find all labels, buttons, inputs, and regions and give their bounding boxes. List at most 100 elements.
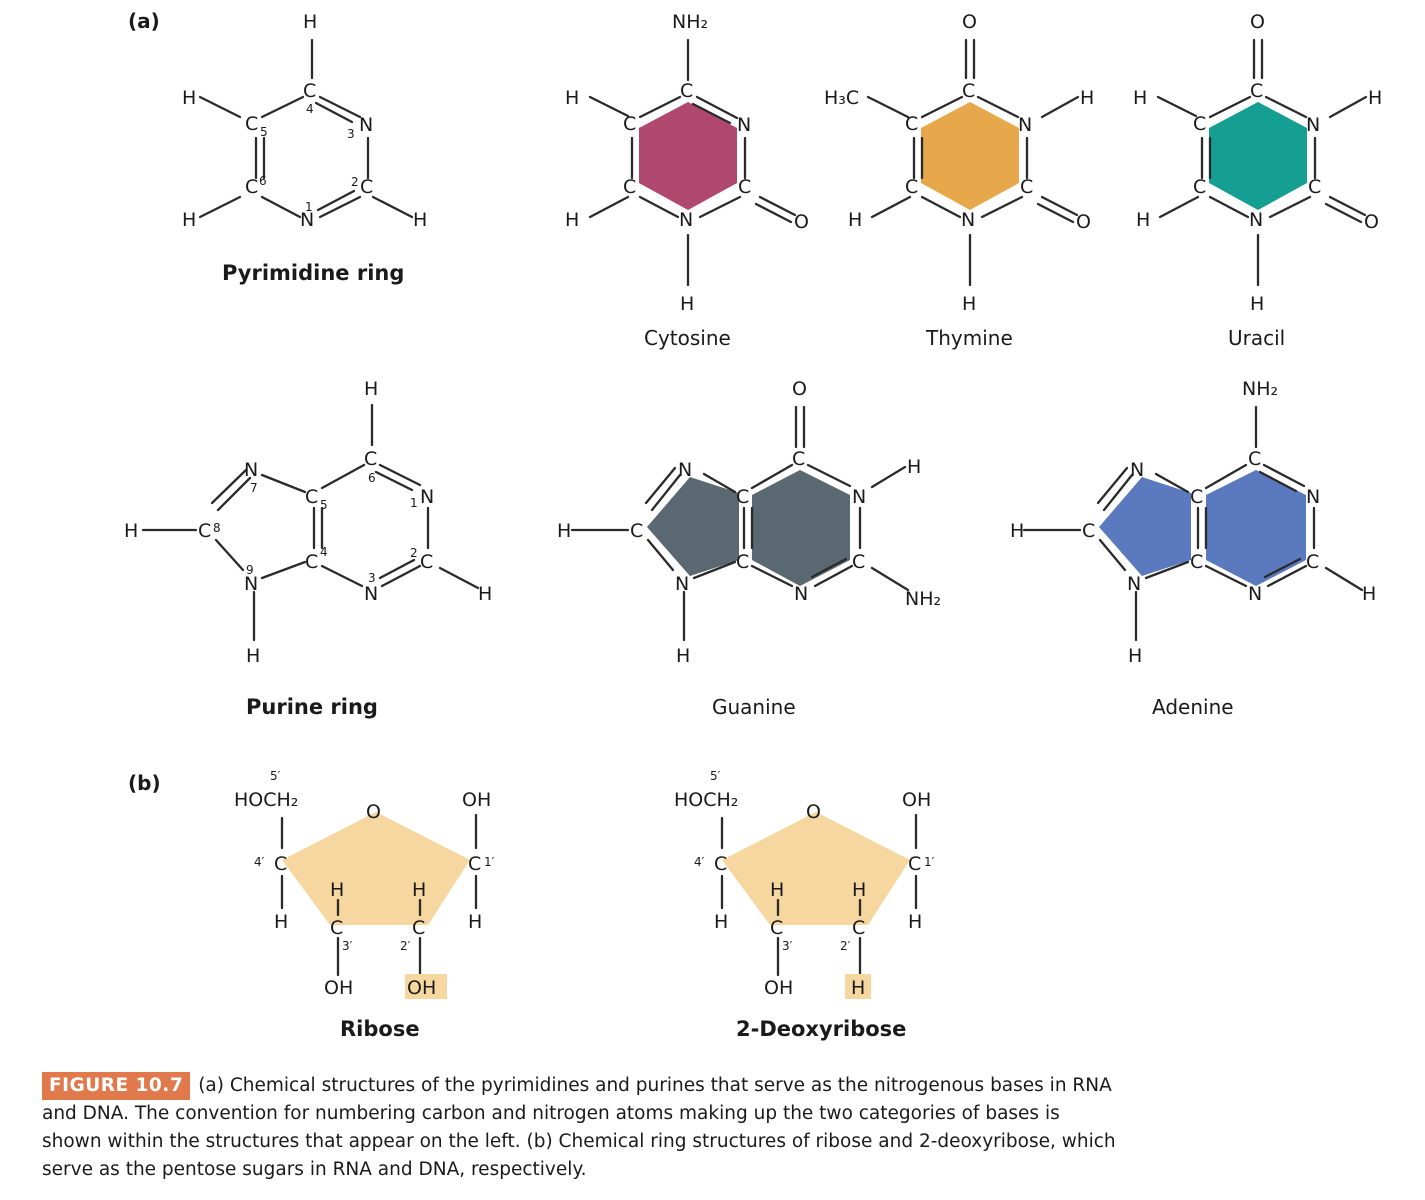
atom-h: H (908, 911, 922, 933)
atom-c: C (962, 80, 975, 102)
amino-group: NH₂ (672, 11, 708, 33)
atom-c: C (468, 853, 481, 875)
atom-c: C (736, 486, 749, 508)
position-number: 3′ (342, 939, 353, 953)
adenine-label: Adenine (1152, 695, 1234, 719)
position-number: 3 (368, 571, 376, 585)
atom-c: C (1308, 176, 1321, 198)
atom-h: H (274, 911, 288, 933)
hydroxyl-group: OH (902, 789, 931, 811)
atom-c: C (274, 853, 287, 875)
atom-n: N (1127, 573, 1141, 595)
atom-h: H (852, 879, 866, 901)
atom-n: N (420, 486, 434, 508)
atom-h: H (680, 293, 694, 315)
thymine-label: Thymine (925, 326, 1013, 350)
atom-h: H (412, 879, 426, 901)
figure-number-badge: FIGURE 10.7 (42, 1072, 191, 1100)
atom-o: O (366, 801, 381, 823)
atom-c: C (1190, 486, 1203, 508)
atom-c: C (303, 80, 316, 102)
atom-n: N (244, 459, 258, 481)
position-number: 4′ (254, 855, 265, 869)
atom-c: C (714, 853, 727, 875)
atom-c: C (770, 917, 783, 939)
atom-c: C (1020, 176, 1033, 198)
position-number: 1 (410, 496, 418, 510)
atom-c: C (1193, 176, 1206, 198)
atom-h: H (676, 645, 690, 667)
highlight-box (405, 974, 447, 999)
figure-caption: FIGURE 10.7(a) Chemical structures of th… (42, 1072, 1122, 1184)
position-number: 2 (351, 175, 359, 189)
atom-o: O (1250, 11, 1265, 33)
atom-c: C (364, 448, 377, 470)
atom-o: O (794, 211, 809, 233)
position-number: 2′ (400, 939, 411, 953)
amino-group: NH₂ (1242, 378, 1278, 400)
highlighted-hydrogen: H (851, 977, 865, 999)
atom-n: N (678, 459, 692, 481)
deoxyribose-title: 2-Deoxyribose (736, 1017, 906, 1041)
atom-h: H (1362, 583, 1376, 605)
atom-c: C (305, 486, 318, 508)
atom-c: C (245, 113, 258, 135)
amino-group: NH₂ (905, 588, 941, 610)
atom-h: H (557, 520, 571, 542)
atom-h: H (848, 209, 862, 231)
pyrimidine-ring-structure: H C 4 H C 5 N 3 C 6 C 2 H N 1 H Pyrimidi… (182, 11, 427, 285)
guanine-six-ring-fill (752, 470, 850, 586)
atom-c: C (360, 176, 373, 198)
ribose-structure: 5′ HOCH₂ O OH 4′ C C 1′ H H H H C C 3′ 2… (234, 769, 495, 1041)
position-number: 3′ (782, 939, 793, 953)
atom-c: C (1250, 80, 1263, 102)
adenine-structure: NH₂ C N C H N C C N C H N H Adenine (1010, 378, 1376, 719)
atom-c: C (905, 176, 918, 198)
position-number: 2 (410, 546, 418, 560)
atom-h: H (714, 911, 728, 933)
position-number: 5′ (270, 769, 281, 783)
position-number: 5′ (710, 769, 721, 783)
thymine-structure: O C H₃C C N H C C H N O H Thymine (824, 11, 1094, 350)
hydroxyl-group: OH (462, 789, 491, 811)
atom-c: C (792, 448, 805, 470)
caption-text: (a) Chemical structures of the pyrimidin… (42, 1075, 1116, 1180)
atom-c: C (412, 917, 425, 939)
uracil-label: Uracil (1228, 326, 1285, 350)
atom-h: H (303, 11, 317, 33)
position-number: 8 (213, 521, 221, 535)
atom-h: H (413, 209, 427, 231)
atom-c: C (1193, 113, 1206, 135)
guanine-label: Guanine (712, 695, 796, 719)
position-number: 4 (320, 545, 328, 559)
atom-n: N (737, 114, 751, 136)
nucleotide-structures-figure: (a) (b) H C 4 H C 5 N 3 C 6 C 2 H (124, 9, 1382, 1041)
uracil-structure: O C H C N H C C H N O H Uracil (1133, 11, 1382, 350)
position-number: 1′ (924, 855, 935, 869)
ribose-title: Ribose (340, 1017, 420, 1041)
purine-ring-title: Purine ring (246, 695, 378, 719)
atom-o: O (1076, 211, 1091, 233)
position-number: 4′ (694, 855, 705, 869)
atom-h: H (1010, 520, 1024, 542)
hydroxymethyl-group: HOCH₂ (234, 789, 298, 811)
atom-n: N (359, 114, 373, 136)
position-number: 2′ (840, 939, 851, 953)
position-number: 6 (259, 174, 267, 188)
atom-c: C (905, 113, 918, 135)
pyrimidine-ring-title: Pyrimidine ring (222, 261, 404, 285)
atom-o: O (806, 801, 821, 823)
thymine-ring-fill (921, 102, 1019, 210)
cytosine-structure: NH₂ C H C N C C H N O H Cytosine (565, 11, 809, 350)
hydroxyl-group: OH (764, 977, 793, 999)
atom-n: N (300, 209, 314, 231)
atom-n: N (1130, 459, 1144, 481)
adenine-six-ring-fill (1206, 470, 1306, 586)
guanine-structure: O C N H C NH₂ N C C N C H N H Guanine (557, 378, 941, 719)
purine-ring-structure: H C 6 N 1 C 2 H N 3 C 5 C 4 N 7 C 8 H N … (124, 378, 492, 719)
atom-c: C (1306, 551, 1319, 573)
atom-h: H (1080, 87, 1094, 109)
atom-h: H (182, 87, 196, 109)
atom-c: C (245, 176, 258, 198)
atom-c: C (623, 113, 636, 135)
